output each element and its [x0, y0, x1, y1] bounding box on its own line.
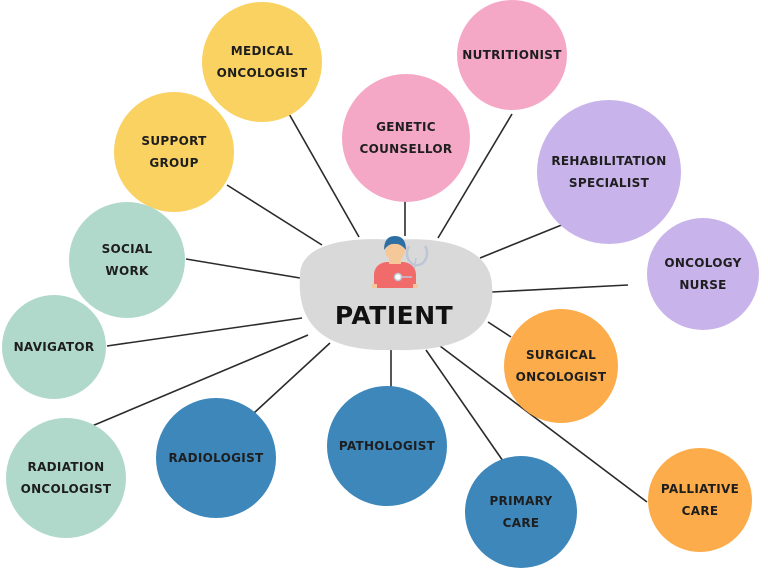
node-circle-primary-care — [465, 456, 577, 568]
node-label-support-group: SUPPORT — [141, 134, 207, 148]
node-label-rehabilitation-specialist: REHABILITATION — [551, 154, 666, 168]
node-medical-oncologist: MEDICAL ONCOLOGIST — [202, 2, 322, 122]
node-palliative-care: PALLIATIVE CARE — [648, 448, 752, 552]
node-circle-palliative-care — [648, 448, 752, 552]
node-label-rehabilitation-specialist: SPECIALIST — [569, 176, 650, 190]
node-social-work: SOCIAL WORK — [69, 202, 185, 318]
node-label-radiologist: RADIOLOGIST — [168, 451, 264, 465]
node-circle-navigator — [2, 295, 106, 399]
connector-navigator — [106, 317, 303, 347]
connector-radiation-oncologist — [91, 334, 309, 427]
connector-support-group — [226, 184, 323, 246]
node-label-social-work: WORK — [105, 264, 149, 278]
node-radiation-oncologist: RADIATION ONCOLOGIST — [6, 418, 126, 538]
connector-surgical-oncologist — [487, 321, 512, 338]
node-label-primary-care: PRIMARY — [489, 494, 552, 508]
node-label-genetic-counsellor: GENETIC — [376, 120, 436, 134]
patient-label: PATIENT — [335, 301, 453, 330]
node-radiologist: RADIOLOGIST — [156, 398, 276, 518]
patient-center-node: PATIENT — [299, 236, 493, 351]
node-label-surgical-oncologist: SURGICAL — [526, 348, 596, 362]
node-circle-social-work — [69, 202, 185, 318]
node-label-support-group: GROUP — [149, 156, 198, 170]
connector-primary-care — [425, 349, 504, 462]
node-circle-radiation-oncologist — [6, 418, 126, 538]
node-circle-support-group — [114, 92, 234, 212]
node-nutritionist: NUTRITIONIST — [457, 0, 567, 110]
connector-oncology-nurse — [491, 284, 629, 293]
connectors — [91, 111, 648, 503]
connector-social-work — [185, 258, 301, 279]
node-label-nutritionist: NUTRITIONIST — [462, 48, 562, 62]
node-label-social-work: SOCIAL — [102, 242, 153, 256]
node-label-pathologist: PATHOLOGIST — [339, 439, 436, 453]
node-label-navigator: NAVIGATOR — [14, 340, 95, 354]
node-circle-medical-oncologist — [202, 2, 322, 122]
node-circle-pathologist — [327, 386, 447, 506]
connector-nutritionist — [437, 113, 513, 239]
node-label-genetic-counsellor: COUNSELLOR — [360, 142, 453, 156]
node-label-radiation-oncologist: RADIATION — [28, 460, 105, 474]
node-label-medical-oncologist: MEDICAL — [231, 44, 293, 58]
node-label-oncology-nurse: ONCOLOGY — [664, 256, 741, 270]
node-oncology-nurse: ONCOLOGY NURSE — [647, 218, 759, 330]
node-circle-radiologist — [156, 398, 276, 518]
node-circle-nutritionist — [457, 0, 567, 110]
node-circle-oncology-nurse — [647, 218, 759, 330]
node-circle-surgical-oncologist — [504, 309, 618, 423]
node-label-primary-care: CARE — [503, 516, 540, 530]
specialist-nodes: MEDICAL ONCOLOGIST NUTRITIONIST GENETIC COUN… — [2, 0, 759, 568]
node-circle-rehabilitation-specialist — [537, 100, 681, 244]
node-label-oncology-nurse: NURSE — [679, 278, 726, 292]
node-label-medical-oncologist: ONCOLOGIST — [217, 66, 308, 80]
node-label-surgical-oncologist: ONCOLOGIST — [516, 370, 607, 384]
patient-doctor-icon — [372, 236, 429, 288]
node-pathologist: PATHOLOGIST — [327, 386, 447, 506]
connector-radiologist — [253, 342, 331, 414]
node-navigator: NAVIGATOR — [2, 295, 106, 399]
patient-blob — [299, 239, 493, 351]
node-surgical-oncologist: SURGICAL ONCOLOGIST — [504, 309, 618, 423]
node-label-palliative-care: PALLIATIVE — [661, 482, 739, 496]
node-label-palliative-care: CARE — [682, 504, 719, 518]
node-primary-care: PRIMARY CARE — [465, 456, 577, 568]
connector-palliative-care — [435, 342, 648, 503]
connector-medical-oncologist — [287, 111, 360, 238]
node-support-group: SUPPORT GROUP — [114, 92, 234, 212]
node-circle-genetic-counsellor — [342, 74, 470, 202]
connector-rehabilitation-specialist — [479, 223, 565, 259]
node-genetic-counsellor: GENETIC COUNSELLOR — [342, 74, 470, 202]
node-rehabilitation-specialist: REHABILITATION SPECIALIST — [537, 100, 681, 244]
node-label-radiation-oncologist: ONCOLOGIST — [21, 482, 112, 496]
